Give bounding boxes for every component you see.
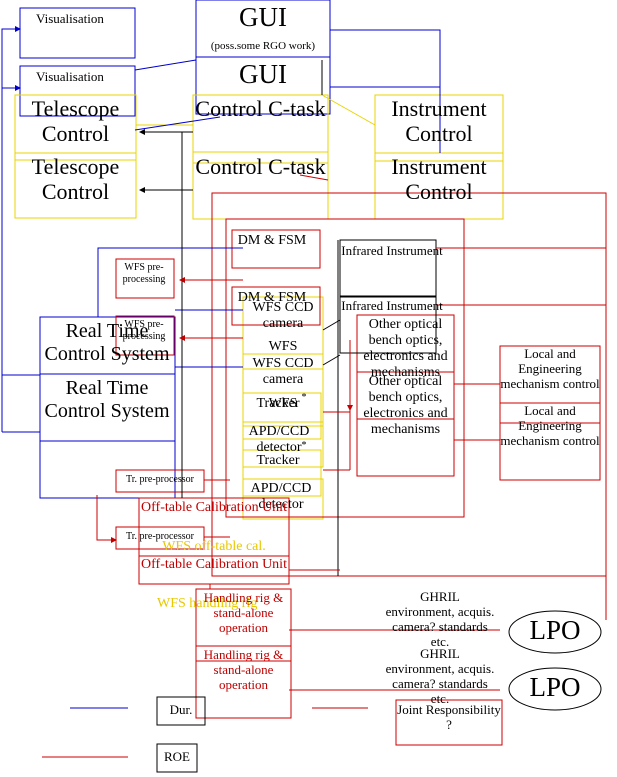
local-eng-label-bottom: Local and Engineering mechanism control [500,403,600,448]
instrument-control-label-bottom: Instrument Control [391,154,487,205]
control-ctask-box-top [192,94,329,164]
tracker-box-bottom [242,449,322,497]
handling-rig-label-top: Handling rig & stand-alone operation [203,590,284,635]
lpo-ellipse-top [508,610,602,654]
tracker-label-top: Tracker [256,396,300,411]
wfs-ccd-label-top: WFS CCD camera [252,300,314,332]
durham-links [1,26,441,433]
outer-optical-bench-box [211,192,607,577]
telescope-control-box-top [14,94,137,161]
wfs-ccd-box-top [242,296,324,370]
gui-box-bottom [195,56,331,115]
instrument-control-label-top: Instrument Control [391,96,487,147]
instrument-control-box-top [374,94,504,162]
tracker-label-bottom: Tracker [256,453,300,468]
dm-fsm-label-top: DM & FSM [237,233,307,248]
visualisation-label-top: Visualisation [36,11,104,26]
ghril-label-top: GHRIL environment, acquis. camera? stand… [385,589,495,649]
tracker-star-top: * [301,392,307,403]
black-boxes [156,239,602,773]
apd-ccd-label-top: APD/CCD detector [248,424,310,456]
local-eng-box-bottom [499,402,601,481]
other-optical-box-bottom [356,371,455,477]
tr-preprocessor-label-bottom: Tr. pre-processor [126,531,194,542]
apd-ccd-label-bottom: APD/CCD detector [250,481,312,513]
control-ctask-label-bottom: Control C-task [195,154,326,179]
lpo-label-top: LPO [529,615,581,645]
apd-box-bottom [242,478,324,520]
dm-fsm-label-bottom: DM & FSM [237,290,307,305]
rtcs-label-top: Real Time Control System [44,320,170,365]
joint-responsibility-box [395,699,503,746]
roe-links [42,174,607,758]
visualisation-box-top [19,7,136,59]
apd-box-top [242,421,324,468]
legend-roe-label: ROE [164,749,190,764]
handling-rig-box-top [195,588,292,662]
off-table-cal-label-bottom: Off-table Calibration Unit [141,557,287,572]
other-optical-box-top [356,314,455,420]
lpo-ellipse-bottom [508,667,602,711]
visualisation-label-bottom: Visualisation [36,69,104,84]
rtcs-label-bottom: Real Time Control System [44,377,170,422]
telescope-control-label-top: Telescope Control [31,96,120,147]
wfs-handling-rig-label: WFS handling rig [157,596,258,611]
joint-boxes [14,94,504,520]
dm-fsm-box-top [231,229,321,269]
tracker-box-top [242,392,322,440]
wfs-ccd-box-bottom [242,353,324,427]
wfs-pre-box-top [115,258,175,299]
wfs-offtable-cal-label: WFS off-table cal. [162,539,266,554]
tr-pre-box-top [115,469,205,493]
control-ctask-label-top: Control C-task [195,96,326,121]
telescope-control-label-bottom: Telescope Control [31,154,120,205]
dm-fsm-box-bottom [231,286,321,326]
tracker-star-bottom: * [301,440,307,451]
visualisation-box-bottom [19,65,136,117]
wfs-label-2: WFS [268,396,298,411]
off-table-cal-label-top: Off-table Calibration Unit [141,500,287,515]
black-links [139,60,341,576]
legend-joint-label: Joint Responsibility ? [397,702,501,732]
wfs-preprocessing-label-bottom: WFS pre-processing [122,319,166,342]
gui-title-top: GUI [239,2,287,32]
wfs-pre-box-bottom [115,315,175,356]
rtcs-box-bottom [39,373,176,499]
other-optical-label-top: Other optical bench optics, electronics … [363,317,448,381]
legend-dur-box [156,696,206,726]
gui-title-bottom: GUI [239,59,287,89]
local-eng-label-top: Local and Engineering mechanism control [500,346,600,391]
tr-preprocessor-label-top: Tr. pre-processor [126,474,194,485]
infrared-instrument-label-top: Infrared Instrument [341,243,443,258]
handling-rig-label-bottom: Handling rig & stand-alone operation [203,647,284,692]
lpo-label-bottom: LPO [529,672,581,702]
gui-note: (poss.some RGO work) [210,40,316,52]
handling-rig-box-bottom [195,645,292,719]
durham-boxes [19,0,331,499]
inner-bench-box [225,218,465,518]
ghril-label-bottom: GHRIL environment, acquis. camera? stand… [385,646,495,706]
telescope-control-box-bottom [14,152,137,219]
other-optical-label-bottom: Other optical bench optics, electronics … [363,374,448,438]
wfs-preprocessing-label-top: WFS pre-processing [122,262,166,285]
legend-roe-box [156,743,198,773]
infrared-box-top [339,239,437,297]
wfs-label-1: WFS [268,339,298,354]
wfs-ccd-label-bottom: WFS CCD camera [252,356,314,388]
infrared-box-bottom [339,296,437,354]
legend-dur-label: Dur. [169,702,193,717]
infrared-instrument-label-bottom: Infrared Instrument [341,298,443,313]
roe-boxes [115,192,607,746]
